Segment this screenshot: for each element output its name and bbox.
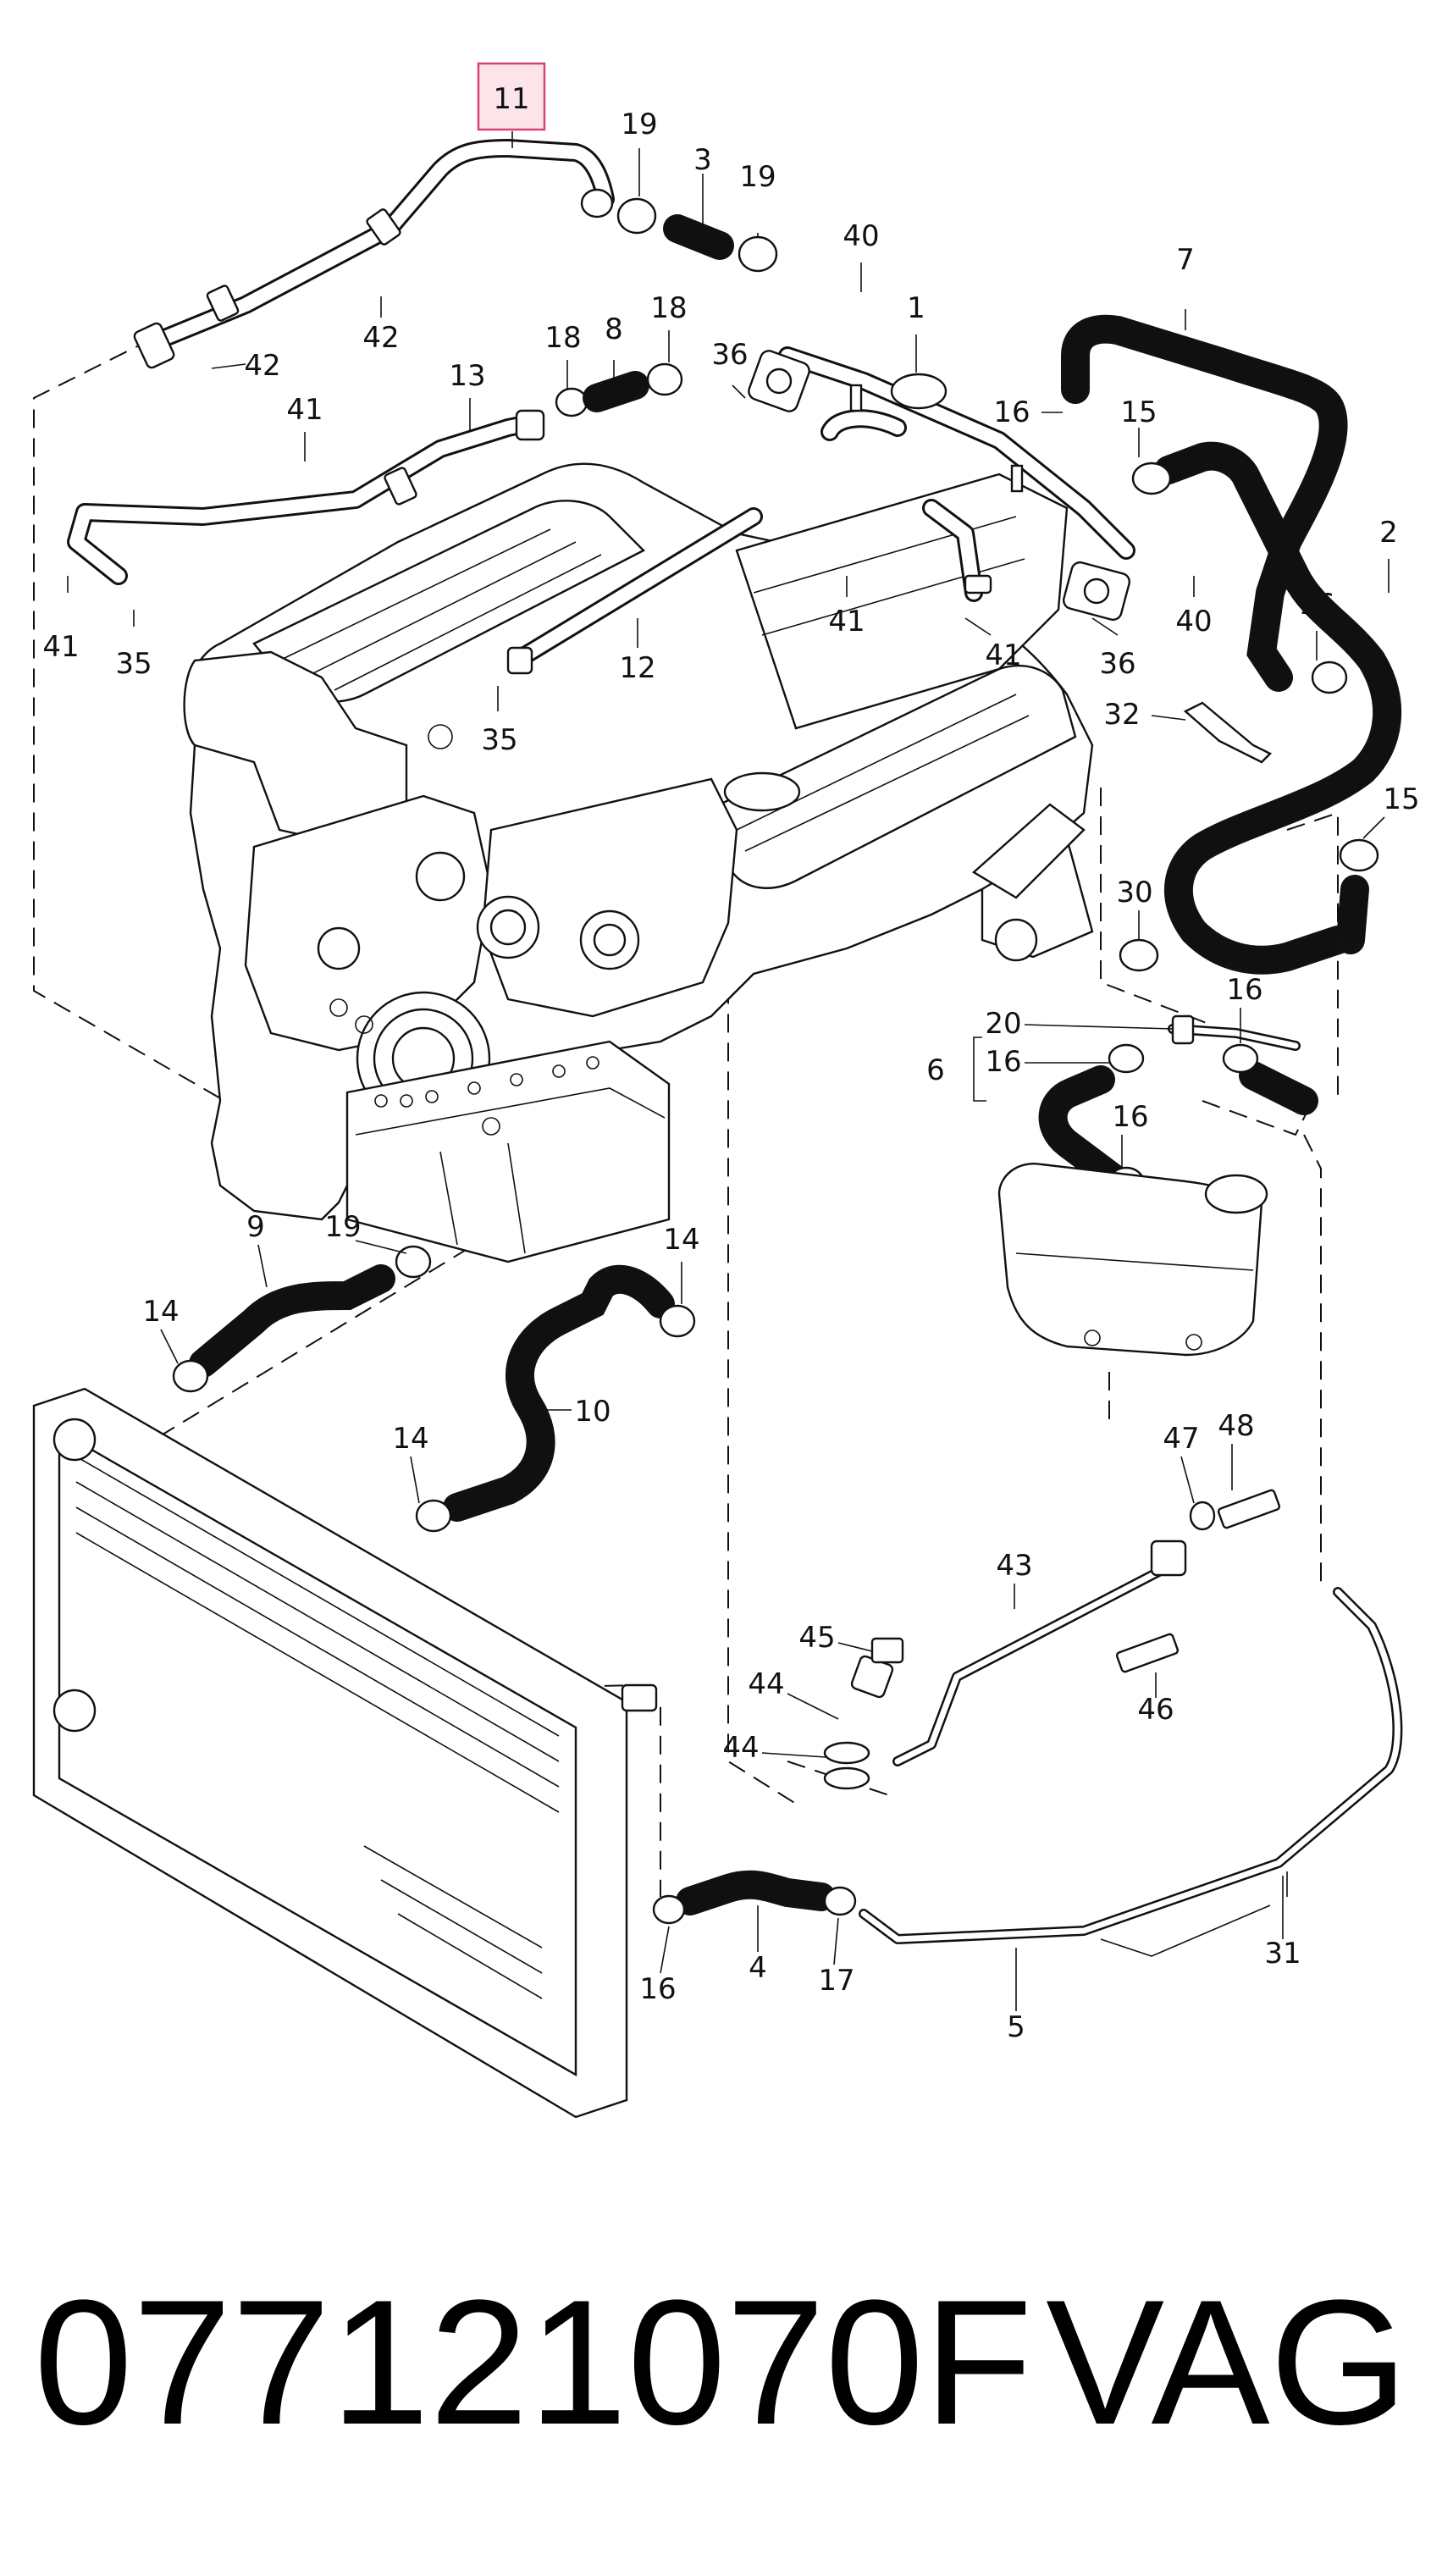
callout-48[interactable]: 48 xyxy=(1218,1409,1254,1443)
callout-6[interactable]: 6 xyxy=(926,1053,945,1087)
callout-45[interactable]: 45 xyxy=(798,1621,835,1655)
callout-15[interactable]: 15 xyxy=(1383,782,1419,816)
coolant-hose-2 xyxy=(1131,441,1402,975)
callout-35[interactable]: 35 xyxy=(115,647,152,681)
callout-16[interactable]: 16 xyxy=(639,1972,676,2006)
callout-19[interactable]: 19 xyxy=(324,1210,361,1244)
callout-10[interactable]: 10 xyxy=(574,1395,611,1429)
highlight-box xyxy=(477,62,546,131)
callout-11-highlighted[interactable]: 11 xyxy=(493,82,529,116)
callout-2[interactable]: 2 xyxy=(1379,516,1398,550)
callout-36[interactable]: 36 xyxy=(1099,647,1135,681)
hose-connector-3 xyxy=(580,188,778,273)
coolant-hose-7 xyxy=(1061,314,1348,692)
brand-name: VAG xyxy=(1046,2263,1408,2462)
part-number-footer: 077121070F VAG xyxy=(0,2236,1442,2490)
hose-connector-8 xyxy=(555,362,683,417)
leader-lines xyxy=(67,131,1390,2011)
callout-40[interactable]: 40 xyxy=(1175,605,1212,638)
callout-41[interactable]: 41 xyxy=(286,393,323,427)
callout-3[interactable]: 3 xyxy=(693,143,712,177)
callout-9[interactable]: 9 xyxy=(246,1210,265,1244)
callout-46[interactable]: 46 xyxy=(1137,1693,1174,1727)
callout-16[interactable]: 16 xyxy=(985,1045,1021,1079)
callout-15[interactable]: 15 xyxy=(1120,395,1157,429)
coolant-hose-10 xyxy=(415,1264,696,1533)
callout-18[interactable]: 18 xyxy=(650,291,687,325)
engine-block xyxy=(183,462,1094,1263)
callout-30[interactable]: 30 xyxy=(1116,876,1152,909)
coolant-pipe-43 xyxy=(823,1540,1187,1790)
callout-12[interactable]: 12 xyxy=(619,651,655,685)
coolant-hose-6 xyxy=(1038,1014,1318,1197)
callout-36[interactable]: 36 xyxy=(711,338,748,372)
coolant-flange-assembly xyxy=(748,346,1135,622)
callout-16[interactable]: 16 xyxy=(1226,973,1262,1007)
hose-stub-15 xyxy=(1336,838,1379,954)
callout-41[interactable]: 41 xyxy=(42,630,79,664)
callout-14[interactable]: 14 xyxy=(663,1223,699,1257)
coolant-pipe-5 xyxy=(859,1587,1403,1957)
coolant-system-parts-diagram: 11 19 3 19 40 1 7 42 42 18 8 18 36 13 41… xyxy=(32,62,1420,2119)
callout-42[interactable]: 42 xyxy=(244,349,280,383)
callout-16[interactable]: 16 xyxy=(1112,1100,1148,1134)
coolant-hose-4 xyxy=(652,1870,857,1925)
callout-18[interactable]: 18 xyxy=(544,321,581,355)
callout-19[interactable]: 19 xyxy=(739,160,776,194)
callout-41[interactable]: 41 xyxy=(985,638,1021,672)
callout-35[interactable]: 35 xyxy=(481,723,517,757)
clamp-30 xyxy=(1119,938,1159,972)
bracket-32 xyxy=(1183,701,1273,764)
callout-43[interactable]: 43 xyxy=(996,1549,1032,1583)
callout-44[interactable]: 44 xyxy=(748,1667,784,1701)
radiator xyxy=(32,1387,658,2119)
coolant-hose-9 xyxy=(172,1245,432,1393)
callout-32[interactable]: 32 xyxy=(1103,698,1140,732)
callout-1[interactable]: 1 xyxy=(907,291,925,325)
callout-labels: 11 19 3 19 40 1 7 42 42 18 8 18 36 13 41… xyxy=(42,82,1419,2044)
callout-19[interactable]: 19 xyxy=(621,108,657,141)
expansion-tank xyxy=(997,1163,1268,1357)
bolt-48 xyxy=(1189,1489,1281,1531)
callout-47[interactable]: 47 xyxy=(1163,1422,1199,1456)
callout-8[interactable]: 8 xyxy=(605,312,623,346)
coolant-pipe-13 xyxy=(67,409,545,585)
coolant-pipe-11 xyxy=(133,139,615,369)
callout-5[interactable]: 5 xyxy=(1007,2010,1025,2044)
callout-31[interactable]: 31 xyxy=(1264,1937,1301,1971)
callout-16[interactable]: 16 xyxy=(1298,588,1334,622)
callout-44[interactable]: 44 xyxy=(722,1731,759,1765)
bolt-46 xyxy=(1115,1633,1180,1673)
callout-20[interactable]: 20 xyxy=(985,1007,1021,1041)
coolant-pipe-12 xyxy=(506,507,763,675)
callout-17[interactable]: 17 xyxy=(818,1964,854,1998)
callout-16[interactable]: 16 xyxy=(993,395,1030,429)
callout-41[interactable]: 41 xyxy=(828,605,865,638)
callout-13[interactable]: 13 xyxy=(449,359,485,393)
callout-14[interactable]: 14 xyxy=(392,1422,428,1456)
callout-14[interactable]: 14 xyxy=(142,1295,179,1329)
callout-4[interactable]: 4 xyxy=(749,1951,767,1985)
callout-42[interactable]: 42 xyxy=(362,321,399,355)
callout-7[interactable]: 7 xyxy=(1176,243,1195,277)
part-number: 077121070F xyxy=(34,2263,1033,2462)
callout-40[interactable]: 40 xyxy=(843,219,879,253)
